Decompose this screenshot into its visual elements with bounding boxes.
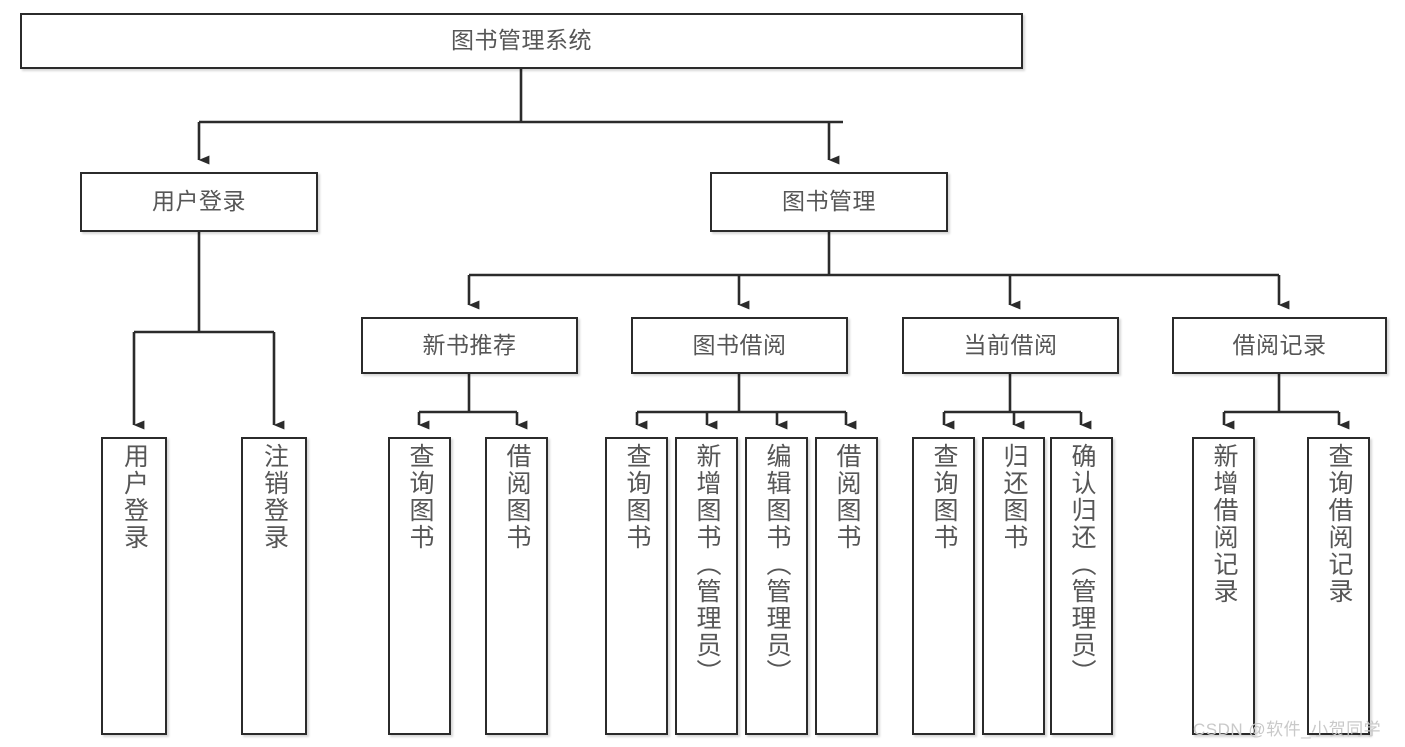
node-label: 用户登录 <box>120 443 149 551</box>
leaf-node[interactable]: 新增借阅记录 <box>1192 437 1255 735</box>
node-label: 新书推荐 <box>422 331 517 358</box>
node-label: 归还图书 <box>1000 443 1028 551</box>
node-label: 注销登录 <box>260 443 289 551</box>
node-label: 图书借阅 <box>692 331 787 358</box>
node-root-system[interactable]: 图书管理系统 <box>20 13 1023 69</box>
node-book-borrow[interactable]: 图书借阅 <box>631 317 848 374</box>
leaf-node[interactable]: 借阅图书 <box>485 437 548 735</box>
node-borrow-record[interactable]: 借阅记录 <box>1172 317 1387 374</box>
leaf-node[interactable]: 归还图书 <box>982 437 1045 735</box>
node-label: 借阅图书 <box>503 443 531 551</box>
leaf-node[interactable]: 查询借阅记录 <box>1307 437 1370 735</box>
leaf-node[interactable]: 注销登录 <box>241 437 307 735</box>
leaf-node[interactable]: 新增图书（管理员） <box>675 437 738 735</box>
node-current-borrow[interactable]: 当前借阅 <box>902 317 1119 374</box>
leaf-node[interactable]: 借阅图书 <box>815 437 878 735</box>
node-label: 借阅图书 <box>833 443 861 551</box>
node-label: 查询图书 <box>623 443 651 551</box>
node-book-management[interactable]: 图书管理 <box>710 172 948 232</box>
node-label: 编辑图书（管理员） <box>763 443 791 686</box>
leaf-node[interactable]: 查询图书 <box>605 437 668 735</box>
node-new-book-recommend[interactable]: 新书推荐 <box>361 317 578 374</box>
leaf-node[interactable]: 编辑图书（管理员） <box>745 437 808 735</box>
node-label: 用户登录 <box>152 188 246 215</box>
leaf-node[interactable]: 查询图书 <box>912 437 975 735</box>
node-label: 当前借阅 <box>963 331 1058 358</box>
leaf-node[interactable]: 确认归还（管理员） <box>1050 437 1113 735</box>
node-label: 图书管理系统 <box>451 27 592 54</box>
node-label: 查询图书 <box>930 443 958 551</box>
node-label: 查询图书 <box>406 443 434 551</box>
leaf-node[interactable]: 查询图书 <box>388 437 451 735</box>
node-label: 确认归还（管理员） <box>1068 443 1096 686</box>
leaf-node[interactable]: 用户登录 <box>101 437 167 735</box>
node-label: 新增借阅记录 <box>1210 443 1238 605</box>
node-label: 新增图书（管理员） <box>693 443 721 686</box>
node-label: 查询借阅记录 <box>1325 443 1353 605</box>
csdn-watermark: CSDN @软件_小贺同学 <box>1193 720 1382 739</box>
node-label: 借阅记录 <box>1232 331 1327 358</box>
node-user-login[interactable]: 用户登录 <box>80 172 318 232</box>
node-label: 图书管理 <box>782 188 876 215</box>
